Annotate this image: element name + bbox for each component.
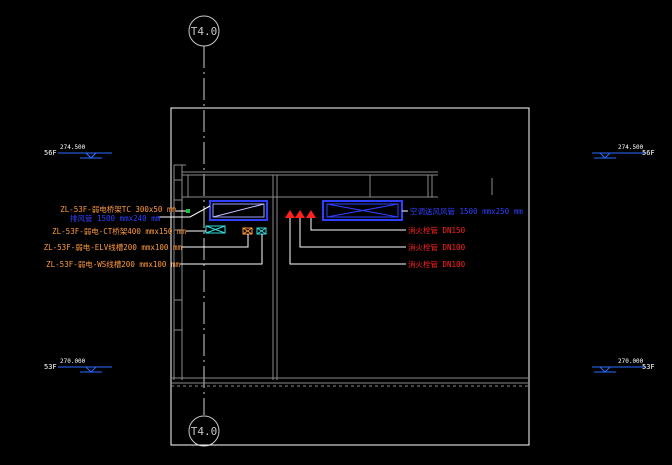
cable-tray-ct[interactable]: [205, 225, 226, 234]
label-supply-duct: 空调送风风管 1500 mmx250 mm: [410, 206, 523, 216]
supply-air-duct[interactable]: [322, 200, 403, 221]
label-ws-tray: ZL-53F-弱电-WS线槽200 mmx100 mm: [46, 259, 180, 269]
fire-pipe-dn100-a[interactable]: [295, 210, 305, 218]
axis-bubble-bottom[interactable]: T4.0: [188, 415, 220, 447]
level-floor: 53F: [44, 363, 57, 371]
cable-tray-tc[interactable]: [186, 209, 190, 213]
fire-pipe-dn150[interactable]: [306, 210, 316, 218]
level-floor: 53F: [642, 363, 655, 371]
level-elevation: 270.000: [60, 358, 86, 365]
level-elevation: 270.000: [618, 358, 644, 365]
level-elevation: 274.500: [618, 144, 644, 151]
section-frame: [170, 107, 530, 446]
leader-lines-right: [289, 210, 408, 265]
level-marker-lower-right: 270.000 53F: [592, 358, 655, 373]
level-elevation: 274.500: [60, 144, 86, 151]
exhaust-duct[interactable]: [209, 200, 268, 221]
label-fire-pipe-1: 消火栓管 DN150: [408, 225, 466, 235]
label-tc-tray: ZL-53F-弱电桥架TC 300x50 mm: [60, 204, 176, 214]
label-ct-tray: ZL-53F-弱电-CT桥架400 mmx150 mm: [52, 226, 186, 236]
label-exhaust-duct: 排风管 1500 mmx240 mm: [70, 213, 161, 223]
fire-pipe-dn100-b[interactable]: [285, 210, 295, 218]
cable-tray-elv[interactable]: [242, 227, 253, 235]
level-marker-lower-left: 270.000 53F: [44, 358, 112, 373]
label-fire-pipe-3: 消火栓管 DN100: [408, 259, 466, 269]
level-marker-upper-left: 274.500 56F: [44, 144, 112, 159]
label-fire-pipe-2: 消火栓管 DN100: [408, 242, 466, 252]
label-elv-tray: ZL-53F-弱电-ELV线槽200 mmx100 mm: [44, 242, 183, 252]
level-floor: 56F: [642, 149, 655, 157]
structure: [171, 164, 529, 387]
axis-label-top: T4.0: [191, 25, 218, 38]
axis-bubble-top[interactable]: T4.0: [188, 15, 220, 47]
level-floor: 56F: [44, 149, 57, 157]
cable-tray-ws[interactable]: [256, 227, 267, 235]
level-marker-upper-right: 274.500 56F: [592, 144, 655, 159]
leader-lines-left: [158, 205, 263, 265]
axis-label-bottom: T4.0: [191, 425, 218, 438]
